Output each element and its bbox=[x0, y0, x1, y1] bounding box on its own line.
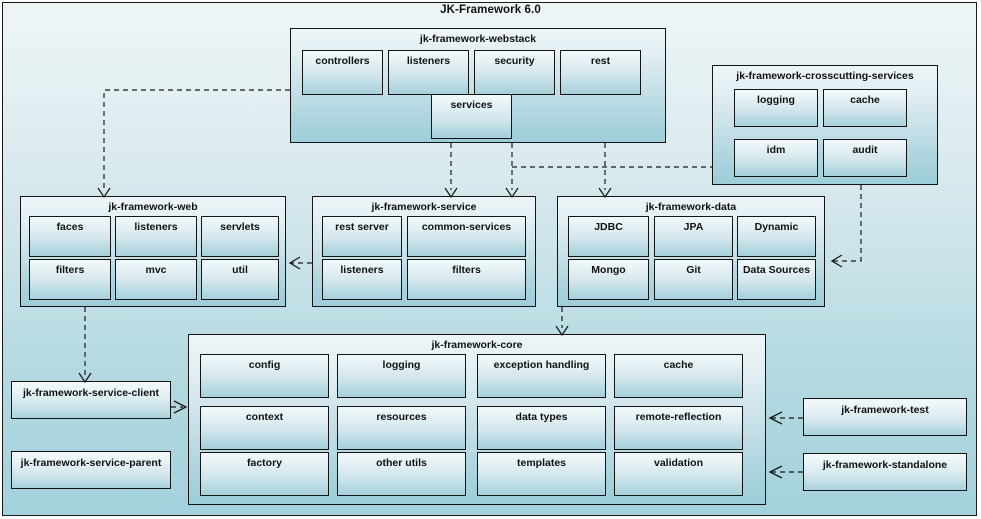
module-services[interactable]: services bbox=[431, 94, 512, 139]
module-cache[interactable]: cache bbox=[823, 89, 907, 127]
package-jk-framework-webstack[interactable]: jk-framework-webstack controllers listen… bbox=[290, 28, 666, 143]
package-title: jk-framework-crosscutting-services bbox=[736, 70, 914, 82]
module-mvc[interactable]: mvc bbox=[115, 259, 197, 300]
module-data-types[interactable]: data types bbox=[477, 406, 606, 450]
module-common-services[interactable]: common-services bbox=[407, 216, 526, 257]
package-title: jk-framework-service bbox=[371, 201, 477, 213]
module-jpa[interactable]: JPA bbox=[654, 216, 733, 257]
package-jk-framework-service[interactable]: jk-framework-service rest server common-… bbox=[312, 196, 536, 307]
module-listeners[interactable]: listeners bbox=[322, 259, 402, 300]
package-jk-framework-data[interactable]: jk-framework-data JDBC JPA Dynamic Mongo… bbox=[557, 196, 825, 307]
module-listeners[interactable]: listeners bbox=[115, 216, 197, 257]
module-rest[interactable]: rest bbox=[560, 50, 641, 95]
package-jk-framework-crosscutting-services[interactable]: jk-framework-crosscutting-services loggi… bbox=[712, 65, 938, 185]
module-context[interactable]: context bbox=[200, 406, 329, 450]
module-other-utils[interactable]: other utils bbox=[337, 452, 466, 496]
package-jk-framework-web[interactable]: jk-framework-web faces listeners servlet… bbox=[20, 196, 286, 307]
module-mongo[interactable]: Mongo bbox=[568, 259, 649, 300]
module-remote-reflection[interactable]: remote-reflection bbox=[614, 406, 743, 450]
module-data-sources[interactable]: Data Sources bbox=[737, 259, 816, 300]
package-jk-framework-core[interactable]: jk-framework-core config logging excepti… bbox=[188, 334, 766, 505]
module-logging[interactable]: logging bbox=[734, 89, 818, 127]
module-faces[interactable]: faces bbox=[29, 216, 111, 257]
module-security[interactable]: security bbox=[474, 50, 555, 95]
module-filters[interactable]: filters bbox=[407, 259, 526, 300]
module-factory[interactable]: factory bbox=[200, 452, 329, 496]
module-listeners[interactable]: listeners bbox=[388, 50, 469, 95]
module-controllers[interactable]: controllers bbox=[302, 50, 383, 95]
module-git[interactable]: Git bbox=[654, 259, 733, 300]
module-dynamic[interactable]: Dynamic bbox=[737, 216, 816, 257]
module-cache[interactable]: cache bbox=[614, 354, 743, 398]
package-jk-framework-test[interactable]: jk-framework-test bbox=[803, 398, 967, 436]
module-jdbc[interactable]: JDBC bbox=[568, 216, 649, 257]
package-jk-framework-service-parent[interactable]: jk-framework-service-parent bbox=[11, 451, 171, 489]
module-idm[interactable]: idm bbox=[734, 139, 818, 177]
module-exception-handling[interactable]: exception handling bbox=[477, 354, 606, 398]
module-templates[interactable]: templates bbox=[477, 452, 606, 496]
module-validation[interactable]: validation bbox=[614, 452, 743, 496]
module-config[interactable]: config bbox=[200, 354, 329, 398]
package-title: jk-framework-webstack bbox=[419, 33, 537, 45]
package-title: jk-framework-core bbox=[431, 339, 523, 351]
module-servlets[interactable]: servlets bbox=[201, 216, 279, 257]
module-logging[interactable]: logging bbox=[337, 354, 466, 398]
module-audit[interactable]: audit bbox=[823, 139, 907, 177]
module-util[interactable]: util bbox=[201, 259, 279, 300]
module-rest-server[interactable]: rest server bbox=[322, 216, 402, 257]
package-title: jk-framework-web bbox=[108, 201, 198, 213]
diagram-title: JK-Framework 6.0 bbox=[440, 4, 541, 16]
module-resources[interactable]: resources bbox=[337, 406, 466, 450]
package-jk-framework-standalone[interactable]: jk-framework-standalone bbox=[803, 453, 967, 491]
module-filters[interactable]: filters bbox=[29, 259, 111, 300]
package-jk-framework-service-client[interactable]: jk-framework-service-client bbox=[11, 381, 171, 419]
package-title: jk-framework-data bbox=[645, 201, 737, 213]
